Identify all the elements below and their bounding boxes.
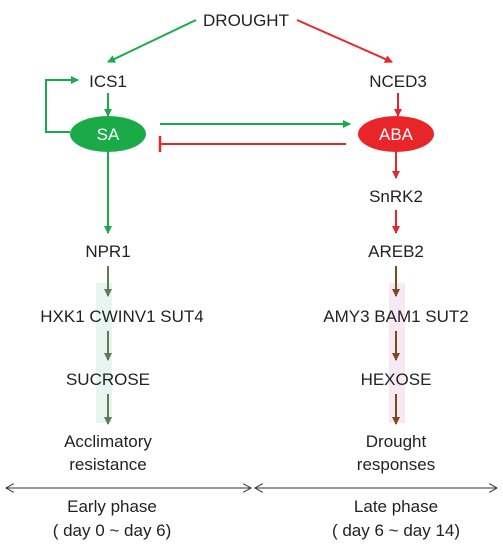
sa-node: [70, 116, 146, 152]
npr1-label: NPR1: [85, 242, 130, 261]
late-phase-days: ( day 6 ~ day 14): [332, 521, 460, 540]
early-phase-label: Early phase: [67, 497, 157, 516]
late-phase-label: Late phase: [354, 497, 438, 516]
drought-to-ics1-arrow: [107, 19, 197, 63]
sucrose-label: SUCROSE: [66, 370, 150, 389]
early-shade: [96, 283, 112, 423]
aba-node: [358, 116, 434, 152]
early-genes-label: HXK1 CWINV1 SUT4: [40, 307, 203, 326]
drought-label: DROUGHT: [203, 11, 289, 30]
drought-responses-label-line2: responses: [357, 455, 435, 474]
ics1-label: ICS1: [89, 72, 127, 91]
late-genes-label: AMY3 BAM1 SUT2: [323, 307, 469, 326]
snrk2-label: SnRK2: [369, 187, 423, 206]
acclimatory-label-line1: Acclimatory: [64, 432, 152, 451]
nced3-label: NCED3: [369, 72, 427, 91]
drought-responses-label-line1: Drought: [366, 432, 427, 451]
sa-feedback-loop-arrow: [45, 76, 79, 133]
early-phase-days: ( day 0 ~ day 6): [53, 521, 172, 540]
acclimatory-label-line2: resistance: [69, 455, 146, 474]
hexose-label: HEXOSE: [361, 370, 432, 389]
areb2-label: AREB2: [368, 242, 424, 261]
aba-label: ABA: [379, 125, 414, 144]
sa-label: SA: [97, 125, 120, 144]
drought-to-nced3-arrow: [296, 19, 393, 63]
